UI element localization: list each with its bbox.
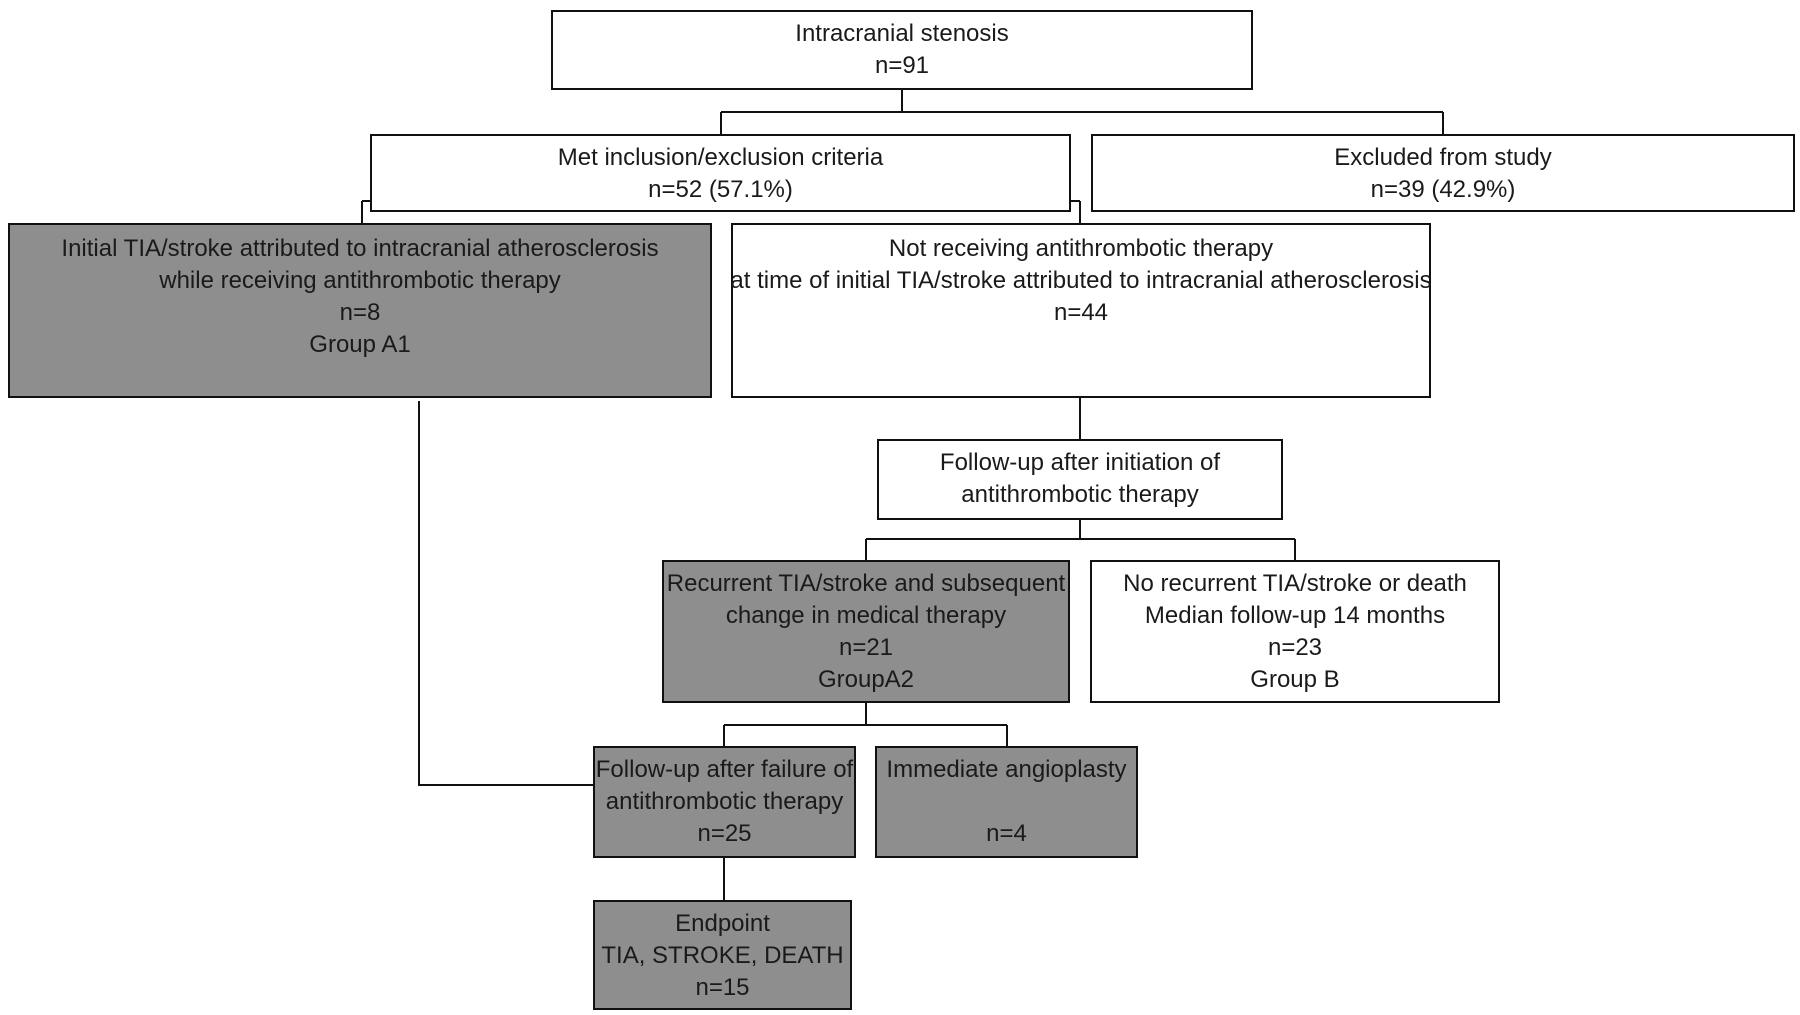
group-a2-line2: change in medical therapy <box>725 602 1007 629</box>
endpoint-line2: TIA, STROKE, DEATH <box>601 942 844 969</box>
met-criteria-label: Met inclusion/exclusion criteria <box>557 144 884 171</box>
group-b-n: n=23 <box>1267 634 1323 661</box>
group-a1-line2: while receiving antithrombotic therapy <box>159 267 561 294</box>
not-receiving-n: n=44 <box>1053 299 1109 326</box>
group-a1-line1: Initial TIA/stroke attributed to intracr… <box>61 235 659 262</box>
not-receiving-line1: Not receiving antithrombotic therapy <box>888 235 1274 262</box>
intracranial-n: n=91 <box>874 52 930 79</box>
endpoint-n: n=15 <box>695 974 750 1001</box>
group-a1-n: n=8 <box>339 299 381 326</box>
group-a2-group: GroupA2 <box>817 666 915 693</box>
not-receiving-line2: at time of initial TIA/stroke attributed… <box>730 267 1432 294</box>
group-b-line1: No recurrent TIA/stroke or death <box>1123 570 1467 597</box>
box-followup-failure: Follow-up after failure of antithromboti… <box>593 746 856 858</box>
box-met-criteria: Met inclusion/exclusion criteria n=52 (5… <box>370 134 1071 212</box>
group-a1-group: Group A1 <box>309 331 411 358</box>
angioplasty-label: Immediate angioplasty <box>886 756 1127 783</box>
followup-failure-line2: antithrombotic therapy <box>605 788 844 815</box>
box-endpoint: Endpoint TIA, STROKE, DEATH n=15 <box>593 900 852 1010</box>
followup-failure-line1: Follow-up after failure of <box>595 756 854 783</box>
box-not-receiving-therapy: Not receiving antithrombotic therapy at … <box>730 223 1432 398</box>
box-group-b: No recurrent TIA/stroke or death Median … <box>1090 560 1500 703</box>
met-criteria-n: n=52 (57.1%) <box>648 176 793 203</box>
excluded-label: Excluded from study <box>1334 144 1552 171</box>
box-excluded: Excluded from study n=39 (42.9%) <box>1091 134 1795 212</box>
box-group-a2: Recurrent TIA/stroke and subsequent chan… <box>662 560 1070 703</box>
group-b-group: Group B <box>1250 666 1340 693</box>
followup-initiation-line1: Follow-up after initiation of <box>939 449 1221 476</box>
group-a2-line1: Recurrent TIA/stroke and subsequent <box>666 570 1066 597</box>
followup-failure-n: n=25 <box>697 820 752 847</box>
excluded-n: n=39 (42.9%) <box>1370 176 1516 203</box>
angioplasty-n: n=4 <box>986 820 1027 847</box>
connector-group-a1-to-followup-failure <box>418 401 593 786</box>
box-immediate-angioplasty: Immediate angioplasty n=4 <box>875 746 1138 858</box>
group-b-line2: Median follow-up 14 months <box>1144 602 1446 629</box>
box-group-a1: Initial TIA/stroke attributed to intracr… <box>8 223 712 398</box>
box-followup-initiation: Follow-up after initiation of antithromb… <box>877 439 1283 520</box>
intracranial-label: Intracranial stenosis <box>795 20 1009 47</box>
endpoint-line1: Endpoint <box>675 910 770 937</box>
box-intracranial-stenosis: Intracranial stenosis n=91 <box>551 10 1253 90</box>
group-a2-n: n=21 <box>838 634 894 661</box>
followup-initiation-line2: antithrombotic therapy <box>961 481 1199 508</box>
